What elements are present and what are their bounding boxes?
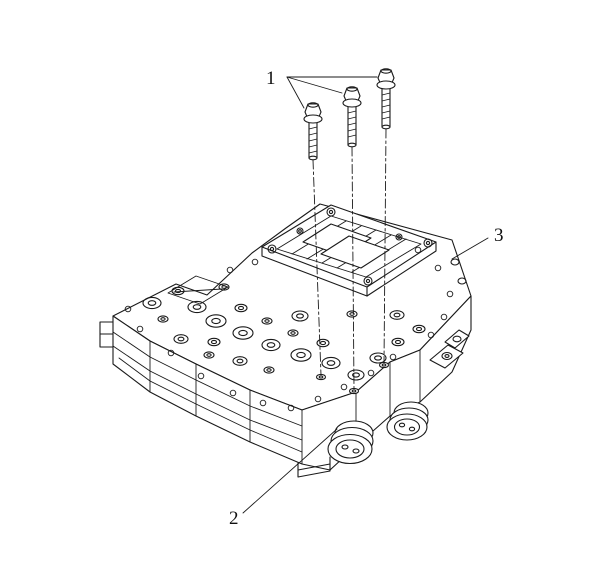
bottom-step <box>297 456 331 478</box>
callout-leader-lines <box>242 76 489 514</box>
bolt-guide-line-1 <box>312 159 322 376</box>
left-tab <box>99 321 114 348</box>
bolt-2 <box>342 86 362 148</box>
front-faces <box>112 295 472 471</box>
bolt-guide-line-3 <box>383 128 387 364</box>
bolt-guide-line-2 <box>351 146 355 390</box>
bolt-3 <box>376 68 396 130</box>
leader-line-callout-2 <box>242 428 338 514</box>
callout-1-label: 1 <box>266 68 276 89</box>
connector-left <box>327 420 374 465</box>
mounting-bolts <box>303 68 396 390</box>
plate-layer-lines <box>112 331 421 465</box>
valve-body <box>99 203 472 478</box>
side-ports <box>429 258 470 369</box>
cover-plate <box>167 275 229 305</box>
rear-platform <box>261 204 437 297</box>
platform-slot-2 <box>320 235 390 269</box>
callout-3-label: 3 <box>494 225 504 246</box>
connector-right <box>386 401 429 441</box>
leader-line-callout-3 <box>451 237 489 260</box>
bolt-holes <box>315 361 390 395</box>
bolt-guide-lines <box>312 128 387 390</box>
valve-bosses <box>142 283 426 381</box>
platform-bolt-bosses <box>267 207 433 286</box>
bolt-1 <box>303 102 323 161</box>
callout-2-label: 2 <box>229 508 239 529</box>
deck-bolt-holes <box>124 246 454 412</box>
leader-lines-callout-1 <box>286 76 378 109</box>
